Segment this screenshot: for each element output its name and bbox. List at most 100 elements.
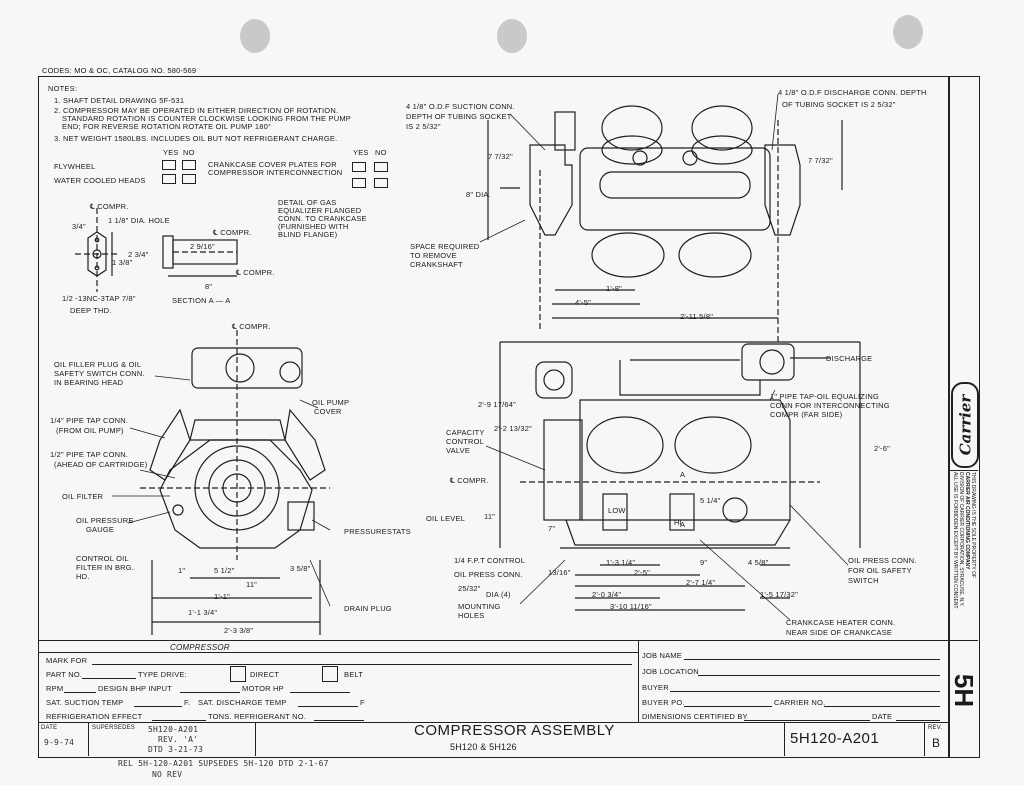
mounting-1: MOUNTING <box>458 602 501 611</box>
dim-1-8: 1'-8" <box>606 284 622 293</box>
job-name-label: JOB NAME <box>642 651 682 660</box>
dim-3-5-8: 3 5/8" <box>290 564 311 573</box>
dim-9: 9" <box>700 558 708 567</box>
handwritten-note-2: NO REV <box>152 770 183 779</box>
dim-2-11: 2'-11 5/8" <box>680 312 714 321</box>
oil-pump-2: COVER <box>314 407 342 416</box>
rpm-field[interactable] <box>64 692 96 693</box>
refrig-effect-field[interactable] <box>152 720 206 721</box>
mark-for-field[interactable] <box>92 664 632 665</box>
label-compr-small-2: ℄ COMPR. <box>236 268 275 277</box>
dim-1-3-8: 1 3/8" <box>112 258 133 267</box>
form-top-rule <box>38 640 948 641</box>
crankcase-yes-box <box>352 162 366 172</box>
carrier-logo-text: Carrier <box>956 394 975 456</box>
fpt-control: 1/4 F.P.T CONTROL <box>454 556 526 565</box>
buyer-field[interactable] <box>670 691 940 692</box>
buyer-po-label: BUYER PO. <box>642 698 685 707</box>
form-divider <box>638 640 639 722</box>
dim-7-7-32b: 7 7/32" <box>808 156 833 165</box>
pipe-tap-eq-2: CONN FOR INTERCONNECTING <box>770 401 890 410</box>
label-low: LOW <box>608 506 626 515</box>
drawing-border <box>38 76 950 758</box>
oil-filler-1: OIL FILLER PLUG & OIL <box>54 360 142 369</box>
label-a1: A <box>680 470 686 479</box>
suction-2: DEPTH OF TUBING SOCKET <box>406 112 512 121</box>
leader-lines <box>112 93 849 621</box>
dim-2-7: 2'-7 1/4" <box>686 578 716 587</box>
dim-7: 7" <box>548 524 556 533</box>
job-name-field[interactable] <box>684 659 940 660</box>
dim-1-1-4: 1'-1 3/4" <box>188 608 218 617</box>
rev-value: B <box>932 736 941 750</box>
dia-4: DIA (4) <box>486 590 511 599</box>
sat-suction-field[interactable] <box>134 706 182 707</box>
flywheel-no-box <box>182 160 196 170</box>
refrigerant-field[interactable] <box>314 720 364 721</box>
label-dia-hole: 1 1/8" DIA. HOLE <box>108 216 170 225</box>
flange-detail <box>75 208 120 292</box>
dim-2-3-4: 2 3/4" <box>128 250 149 259</box>
dim-13-16: 13/16" <box>548 568 571 577</box>
pipe-tap-2a: 1/2" PIPE TAP CONN. <box>50 450 129 459</box>
dim-2-2-13: 2'-2 13/32" <box>494 424 532 433</box>
oil-press-sw-1: OIL PRESS CONN. <box>848 556 917 565</box>
title-divider-3 <box>784 722 785 756</box>
carrier-no-field[interactable] <box>824 706 940 707</box>
note-2c: END; FOR REVERSE ROTATION ROTATE OIL PUM… <box>62 122 272 131</box>
gas-eq-1: DETAIL OF GAS <box>278 198 337 207</box>
dim-2-9-16: 2 9/16" <box>190 242 215 251</box>
part-no-field[interactable] <box>82 678 136 679</box>
dim-8dia: 8" DIA. <box>466 190 491 199</box>
dim-11b: 11" <box>246 580 258 589</box>
gas-eq-4: (FURNISHED WITH <box>278 222 349 231</box>
water-yes-box <box>162 174 176 184</box>
supersedes-2: REV. 'A' <box>158 735 199 744</box>
side-view-compressor <box>499 341 861 611</box>
dim-25-32: 25/32" <box>458 584 481 593</box>
form-date-field[interactable] <box>896 720 940 721</box>
design-bhp-field[interactable] <box>180 692 240 693</box>
dims-certified-field[interactable] <box>744 720 870 721</box>
pipe-tap-1a: 1/4" PIPE TAP CONN. <box>50 416 129 425</box>
water-cooled-label: WATER COOLED HEADS <box>54 176 146 185</box>
dim-11: 11" <box>484 512 496 521</box>
label-deep-thd: DEEP THD. <box>70 306 112 315</box>
water-no-box <box>182 174 196 184</box>
dim-2-6: 2'-6" <box>874 444 890 453</box>
pipe-tap-eq-3: COMPR (FAR SIDE) <box>770 410 843 419</box>
refrig-effect-label: REFRIGERATION EFFECT <box>46 712 143 721</box>
motor-hp-field[interactable] <box>290 692 350 693</box>
side-divider-2 <box>948 640 978 641</box>
carrier-logo: Carrier <box>951 382 979 468</box>
codes-label: CODES: MO & OC, CATALOG NO. 580-569 <box>42 66 197 75</box>
supersedes-label: SUPERSEDES <box>92 725 136 731</box>
note-1: 1. SHAFT DETAIL DRAWING 5F-531 <box>54 96 185 105</box>
buyer-po-field[interactable] <box>684 706 772 707</box>
gas-eq-5: BLIND FLANGE) <box>278 230 338 239</box>
sat-discharge-label: SAT. DISCHARGE TEMP <box>198 698 287 707</box>
oil-press-sw-3: SWITCH <box>848 576 879 585</box>
carrier-no-label: CARRIER NO. <box>774 698 826 707</box>
drawing-subtitle: 5H120 & 5H126 <box>450 742 517 752</box>
belt-checkbox[interactable] <box>322 666 338 682</box>
sat-discharge-field[interactable] <box>298 706 358 707</box>
punch-hole <box>240 19 270 53</box>
job-location-field[interactable] <box>698 675 940 676</box>
direct-checkbox[interactable] <box>230 666 246 682</box>
flywheel-label: FLYWHEEL <box>54 162 96 171</box>
gas-eq-2: EQUALIZER FLANGED <box>278 206 362 215</box>
capacity-3: VALVE <box>446 446 471 455</box>
dim-4-5: 4'-5" <box>575 298 591 307</box>
type-drive-label: TYPE DRIVE: <box>138 670 187 679</box>
f2-label: F <box>360 698 365 707</box>
mounting-2: HOLES <box>458 611 485 620</box>
dim-3-10: 3'-10 11/16" <box>610 602 652 611</box>
dim-3-4: 3/4" <box>72 222 86 231</box>
dim-5-1-4: 5 1/4" <box>700 496 721 505</box>
oil-level: OIL LEVEL <box>426 514 466 523</box>
title-divider-4 <box>924 722 925 756</box>
oil-pump-1: OIL PUMP <box>312 398 350 407</box>
top-view-compressor <box>487 105 843 345</box>
